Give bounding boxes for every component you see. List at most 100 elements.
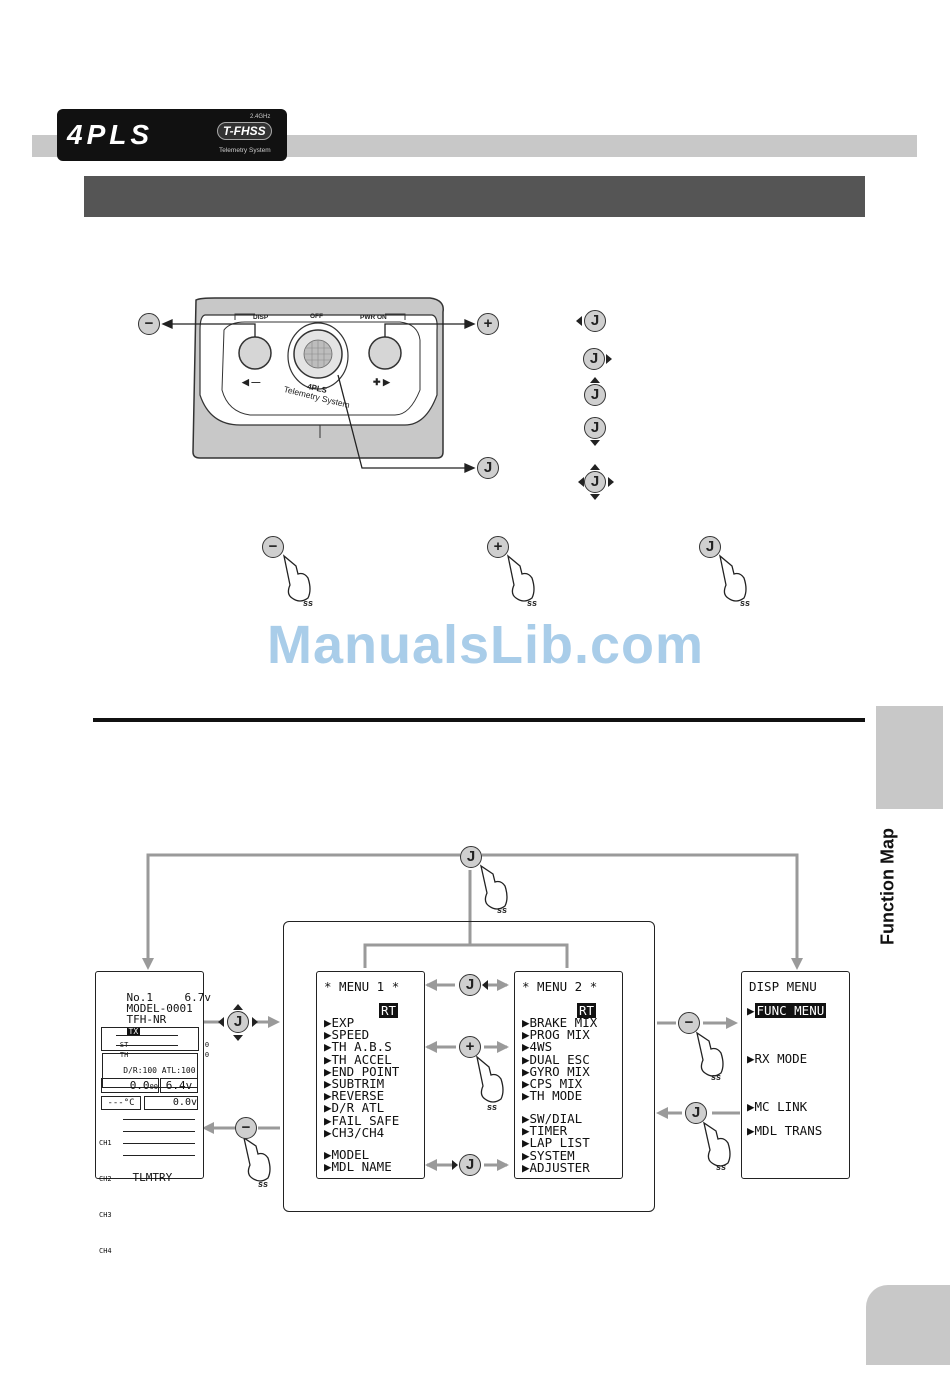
jog-right-icon: J — [583, 348, 605, 370]
menu-item-label: GYRO MIX — [529, 1063, 590, 1079]
menu-item[interactable]: ▶END POINT — [324, 1063, 400, 1079]
function-map-connectors — [146, 853, 799, 1167]
menu-arrow-icon: ▶ — [324, 1088, 332, 1104]
menu-item-label: SUBTRIM — [331, 1076, 385, 1092]
menu-item-label: D/R ATL — [331, 1100, 385, 1116]
menu-item[interactable]: ▶SW/DIAL — [522, 1111, 590, 1126]
menu-item-label: DUAL ESC — [529, 1051, 590, 1067]
disp-item-mc-link[interactable]: MC LINK — [754, 1099, 808, 1114]
menu-item[interactable]: ▶MDL NAME — [324, 1159, 392, 1175]
menu-arrow-icon: ▶ — [324, 1076, 332, 1092]
menu-item-label: MODEL — [331, 1147, 370, 1162]
transmitter-body — [192, 297, 444, 459]
menu-item[interactable]: ▶TIMER — [522, 1123, 590, 1139]
jog-press-ss: ss — [740, 598, 751, 608]
menu-item[interactable]: ▶GYRO MIX — [522, 1063, 597, 1079]
disp-menu-title: DISP MENU — [749, 979, 817, 994]
plus-key-icon: + — [477, 313, 499, 335]
menu2-screen: * MENU 2 * RT ▶BRAKE MIX▶PROG MIX▶4WS▶DU… — [514, 971, 623, 1179]
menu-arrow-icon: ▶ — [324, 1039, 332, 1055]
home-screen: No.1 6.7v MODEL-0001 TFH-NR TX ST 0 TH 0… — [95, 971, 211, 1255]
logo-badge: T-FHSS — [217, 122, 272, 140]
jog-left-icon: J — [584, 310, 606, 332]
menu-arrow-icon: ▶ — [522, 1135, 530, 1151]
menu-arrow-icon: ▶ — [522, 1063, 530, 1079]
side-tab — [876, 706, 943, 809]
menu2-title: * MENU 2 * — [522, 979, 598, 994]
model-name: MODEL-0001 — [126, 1002, 193, 1015]
jog-direction-legend — [576, 316, 614, 500]
menu-item-label: FAIL SAFE — [331, 1112, 400, 1128]
menu-item[interactable]: ▶TH ACCEL — [324, 1051, 399, 1067]
jog-top-ss: ss — [497, 905, 508, 915]
dr-atl: D/R:100 ATL:100 — [123, 1066, 196, 1075]
menu-item[interactable]: ▶PROG MIX — [522, 1027, 597, 1043]
channel-1-label: CH1 — [99, 1139, 112, 1147]
th-value: 0 — [204, 1051, 210, 1059]
channel-2-label: CH2 — [99, 1175, 112, 1183]
plus-press-ss: ss — [527, 598, 538, 608]
menu-arrow-icon: ▶ — [324, 1124, 332, 1140]
menu-item[interactable]: ▶4WS — [522, 1041, 597, 1054]
menu-item[interactable]: ▶D/R ATL — [324, 1100, 399, 1116]
battery-voltage: 6.7v — [184, 991, 212, 1004]
menu-item[interactable]: ▶SPEED — [324, 1027, 399, 1043]
menu-arrow-icon: ▶ — [522, 1051, 530, 1067]
minus-press-ss: ss — [303, 598, 314, 608]
jog-down-icon: J — [584, 417, 606, 439]
menu-item[interactable]: ▶TH MODE — [522, 1088, 597, 1104]
menu-arrow-icon: ▶ — [324, 1100, 332, 1116]
menu-item[interactable]: ▶EXP — [324, 1015, 399, 1030]
jog-key-icon: J — [477, 457, 499, 479]
jog-home-icon: J — [227, 1011, 249, 1033]
st-bar — [116, 1035, 178, 1036]
menu1-badge: RT — [379, 1003, 399, 1018]
menu-item[interactable]: ▶MODEL — [324, 1147, 392, 1162]
disp-item-func-menu[interactable]: FUNC MENU — [754, 1003, 827, 1018]
disp-item-arrow-1: ▶ — [747, 1051, 755, 1066]
disp-item-mdl-trans[interactable]: MDL TRANS — [754, 1123, 823, 1138]
jog-disp-ss: ss — [716, 1162, 727, 1172]
menu-item-label: TH A.B.S — [331, 1039, 392, 1055]
menu-item-label: TH ACCEL — [331, 1051, 392, 1067]
minus-home-ss: ss — [258, 1179, 269, 1189]
menu-arrow-icon: ▶ — [324, 1159, 332, 1175]
menu1-title: * MENU 1 * — [324, 979, 400, 994]
menu-arrow-icon: ▶ — [324, 1027, 332, 1043]
menu-item[interactable]: ▶BRAKE MIX — [522, 1016, 597, 1029]
menu-item[interactable]: ▶SYSTEM — [522, 1149, 590, 1162]
disp-label: DISP — [253, 314, 269, 321]
menu-item[interactable]: ▶DUAL ESC — [522, 1051, 597, 1067]
menu-item[interactable]: ▶CH3/CH4 — [324, 1124, 399, 1140]
menu-arrow-icon: ▶ — [522, 1111, 530, 1126]
speed-box: 0.0v — [144, 1096, 198, 1110]
menu-arrow-icon: ▶ — [522, 1123, 530, 1139]
menu-item-label: EXP — [331, 1015, 355, 1030]
st-value: 0 — [204, 1041, 210, 1049]
minus-disp-ss: ss — [711, 1072, 722, 1082]
menu-arrow-icon: ▶ — [522, 1027, 530, 1043]
speed-value: 0.0v — [172, 1097, 197, 1108]
menu-item-label: ADJUSTER — [529, 1159, 590, 1175]
menu-item[interactable]: ▶REVERSE — [324, 1088, 399, 1104]
jog-press-icon: J — [699, 536, 721, 558]
disp-item-rx-mode[interactable]: RX MODE — [754, 1051, 808, 1066]
tx-right-key-label: ✚ ▶ — [373, 377, 390, 387]
menu-item[interactable]: ▶CPS MIX — [522, 1077, 597, 1090]
menu-item[interactable]: ▶SUBTRIM — [324, 1076, 399, 1092]
menu-item[interactable]: ▶LAP LIST — [522, 1135, 590, 1151]
tx-badge: TX — [126, 1027, 141, 1036]
logo-badge-sup: 2.4GHz — [250, 114, 271, 120]
connector-arrowheads — [142, 958, 803, 1171]
temperature: ---°C — [107, 1098, 135, 1108]
menu-group-frame — [283, 921, 655, 1212]
menu-item[interactable]: ▶ADJUSTER — [522, 1159, 590, 1175]
section-rule — [93, 718, 865, 722]
menu-item[interactable]: ▶TH A.B.S — [324, 1039, 399, 1055]
menu-item[interactable]: ▶FAIL SAFE — [324, 1112, 400, 1128]
menu-item-label: SW/DIAL — [529, 1111, 583, 1126]
menu-item-label: TH MODE — [529, 1088, 583, 1104]
menu-item-label: END POINT — [331, 1063, 400, 1079]
menu-item-label: CH3/CH4 — [331, 1124, 385, 1140]
